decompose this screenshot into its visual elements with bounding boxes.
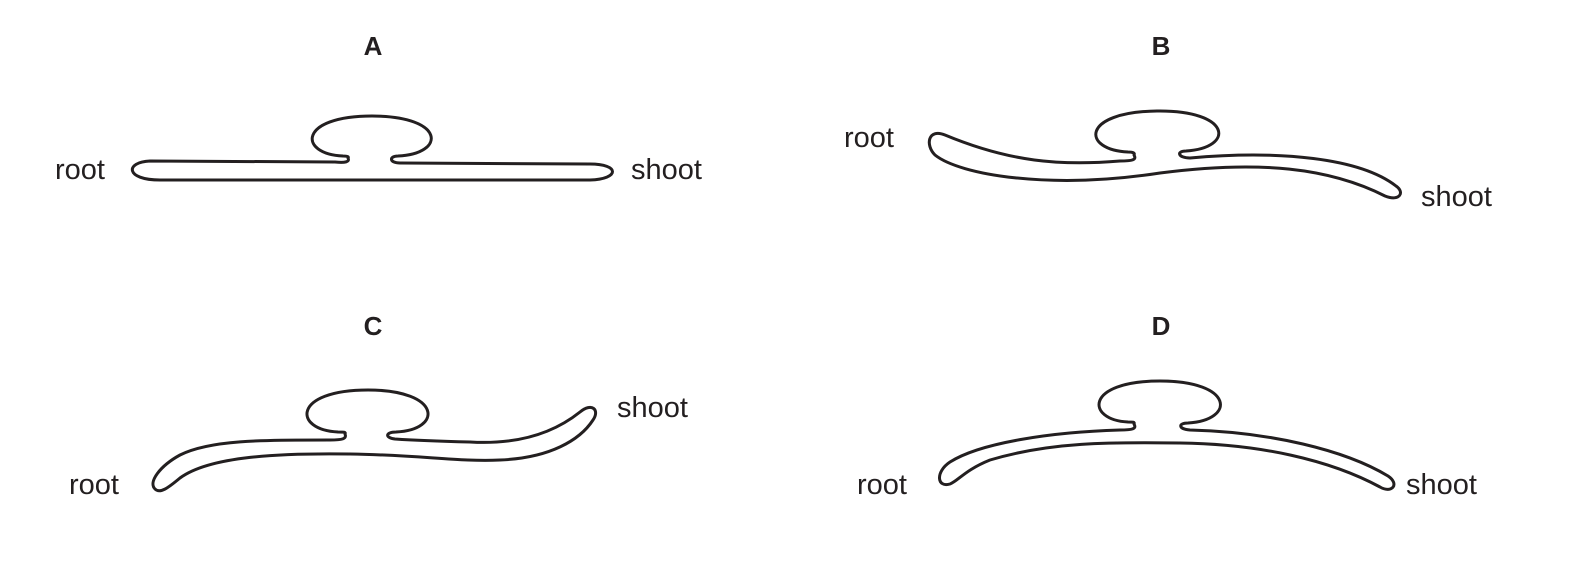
seedling-a-outline — [130, 114, 614, 182]
panel-c-title: C — [363, 311, 383, 341]
panel-c-shoot-label: shoot — [617, 392, 688, 424]
panel-c-root-label: root — [69, 469, 119, 501]
panel-d-title: D — [1151, 311, 1171, 341]
panel-d-root-label: root — [857, 469, 907, 501]
panel-b-shoot-label: shoot — [1421, 181, 1492, 213]
panel-b-root-label: root — [844, 122, 894, 154]
seedling-c-outline — [151, 388, 598, 493]
seedling-d-outline — [938, 379, 1396, 491]
panel-b-title: B — [1151, 31, 1171, 61]
panel-d-shoot-label: shoot — [1406, 469, 1477, 501]
seedling-b-outline — [927, 109, 1402, 200]
panel-a-shoot-label: shoot — [631, 154, 702, 186]
panel-a-root-label: root — [55, 154, 105, 186]
panel-a-title: A — [363, 31, 383, 61]
